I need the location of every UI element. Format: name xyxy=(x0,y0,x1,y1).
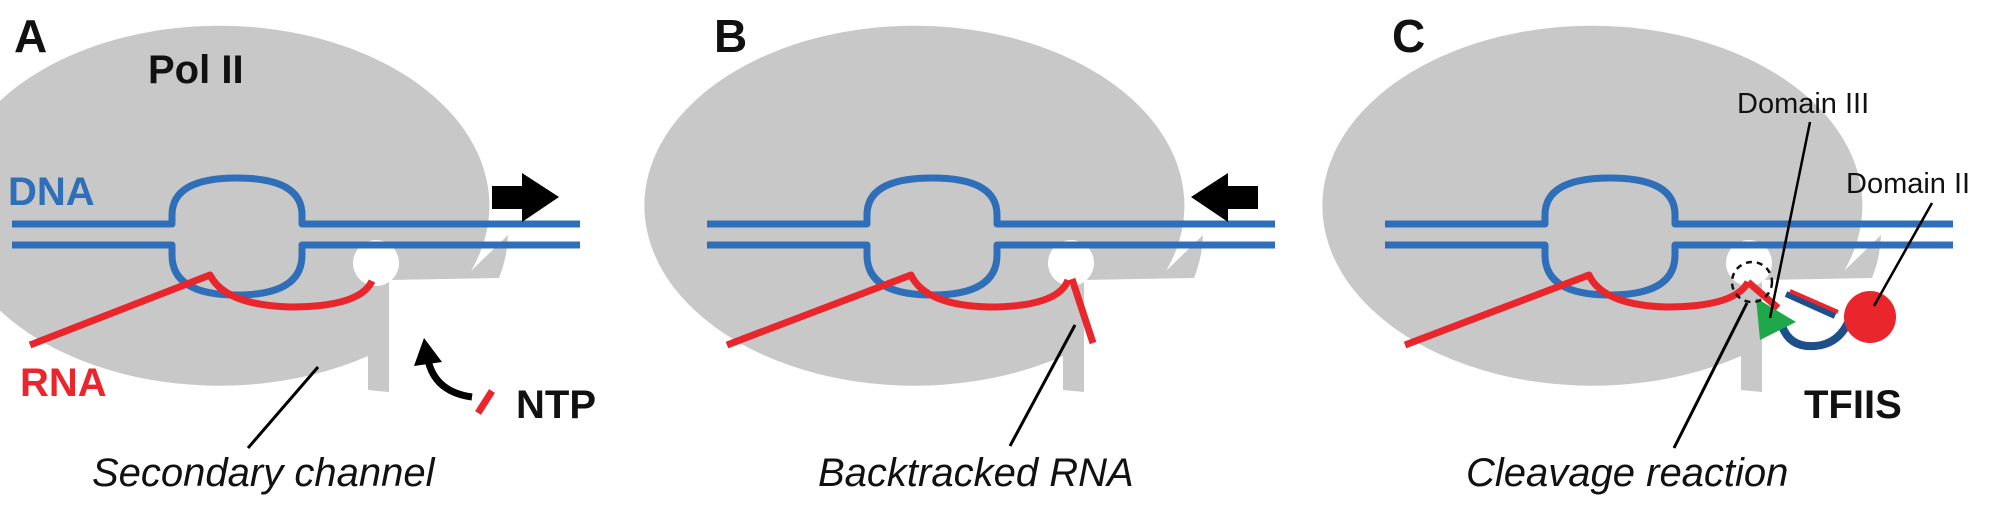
panel-a: A Pol II DNA RNA NTP Secondary channel xyxy=(0,10,596,495)
domain-ii-label: Domain II xyxy=(1846,168,1970,200)
ntp-label: NTP xyxy=(516,383,596,427)
dna-duplex xyxy=(707,178,1275,295)
active-site-pocket xyxy=(1048,240,1094,286)
cleavage-reaction-label: Cleavage reaction xyxy=(1466,451,1788,495)
right-arrow-icon xyxy=(492,173,559,222)
active-site-pocket xyxy=(353,240,399,286)
domain-ii-pointer xyxy=(1872,202,1934,307)
left-arrow-icon xyxy=(1191,173,1258,222)
rna-strand xyxy=(28,271,376,349)
backtrack-pointer xyxy=(1008,324,1077,447)
ntp-arrowhead-icon xyxy=(414,338,442,366)
ntp-entry-arrow xyxy=(424,359,473,401)
ntp-molecule xyxy=(475,389,495,415)
pol-ii-label: Pol II xyxy=(148,48,244,92)
secondary-channel-label: Secondary channel xyxy=(92,451,436,495)
panel-c-letter: C xyxy=(1392,10,1425,62)
tfiis-arm-highlight xyxy=(1789,289,1839,314)
rna-strand xyxy=(725,271,1072,349)
cleavage-site-ring xyxy=(1730,260,1774,304)
rna-strand xyxy=(1403,271,1752,349)
tfiis-label: TFIIS xyxy=(1804,383,1902,427)
panel-b-letter: B xyxy=(714,10,747,62)
dna-label: DNA xyxy=(8,170,95,214)
panel-a-letter: A xyxy=(14,10,47,62)
backtracked-rna-segment xyxy=(1068,277,1097,345)
cleavage-pointer xyxy=(1672,302,1749,449)
pol-ii-body xyxy=(1322,25,1881,393)
domain-iii-triangle xyxy=(1756,298,1796,340)
pol-ii-body xyxy=(644,25,1203,393)
domain-iii-pointer xyxy=(1768,121,1812,319)
panel-c: C Domain III Domain II TFIIS Cleavage re… xyxy=(1322,10,1970,495)
panel-b: B Backtracked RNA xyxy=(644,10,1275,495)
tfiis-arm xyxy=(1784,291,1837,319)
dna-duplex xyxy=(12,178,580,295)
domain-ii-circle xyxy=(1844,291,1896,343)
channel-pointer xyxy=(246,366,320,449)
backtracked-rna-label: Backtracked RNA xyxy=(818,451,1134,495)
rna-label: RNA xyxy=(20,361,107,405)
dna-duplex xyxy=(1385,178,1953,295)
domain-iii-label: Domain III xyxy=(1737,88,1869,120)
